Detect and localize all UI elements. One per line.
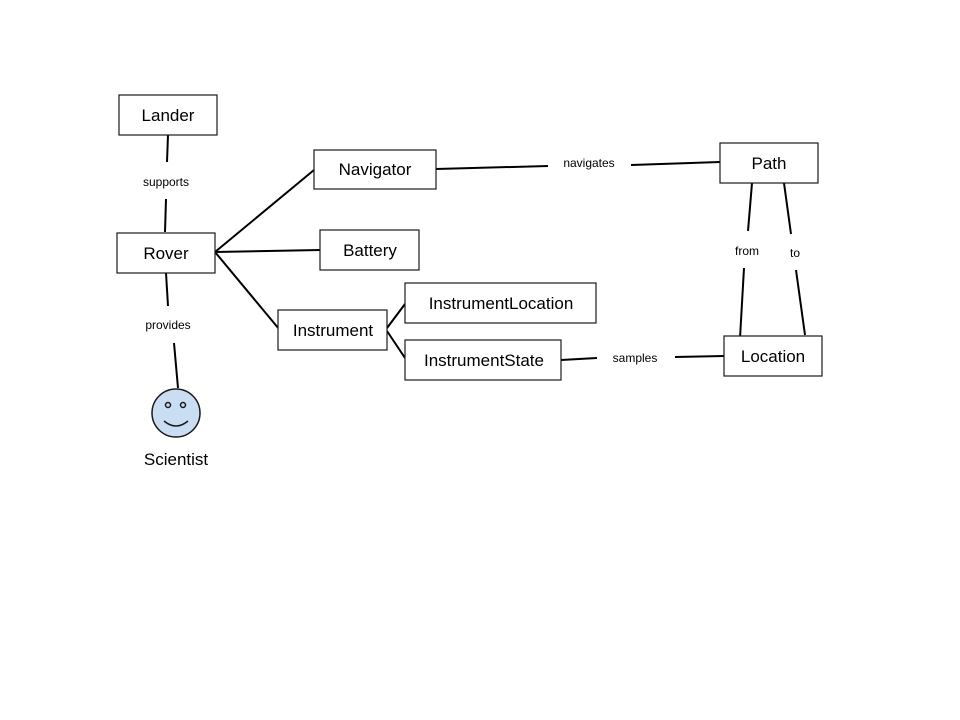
edge-rover-scientist-lower — [173, 342, 179, 389]
node-instrumentlocation[interactable]: InstrumentLocation — [404, 282, 597, 324]
edge-path-location-from-lower — [739, 267, 745, 339]
node-instrumentstate[interactable]: InstrumentState — [404, 339, 562, 381]
node-battery-label: Battery — [343, 241, 397, 260]
node-lander-box — [118, 94, 218, 136]
node-location-box — [723, 335, 823, 377]
node-navigator-box — [313, 149, 437, 190]
edge-instrumentstate-location-left — [560, 357, 598, 361]
edge-label-to: to — [790, 246, 800, 260]
edges — [164, 134, 806, 389]
node-battery-box — [319, 229, 420, 271]
node-rover-label: Rover — [143, 244, 189, 263]
edge-labels: supports provides navigates from to samp… — [143, 156, 800, 365]
node-path-label: Path — [752, 154, 787, 173]
edge-path-location-to-upper — [783, 182, 792, 235]
actor-face-circle — [151, 388, 201, 438]
node-lander-label: Lander — [142, 106, 195, 125]
actor-scientist-label: Scientist — [144, 450, 209, 469]
edge-label-samples: samples — [613, 351, 658, 365]
node-navigator-label: Navigator — [339, 160, 412, 179]
edge-label-supports: supports — [143, 175, 189, 189]
edge-instrument-instrumentlocation — [386, 303, 406, 329]
node-instrumentlocation-box — [404, 282, 597, 324]
edge-lander-rover-lower — [164, 198, 167, 233]
edge-rover-navigator — [214, 169, 315, 253]
node-location-label: Location — [741, 347, 805, 366]
actor-scientist[interactable]: Scientist — [144, 388, 209, 469]
node-lander[interactable]: Lander — [118, 94, 218, 136]
edge-rover-scientist-upper — [165, 272, 169, 307]
edge-label-navigates: navigates — [563, 156, 614, 170]
edge-path-location-to-lower — [795, 269, 806, 336]
node-path-box — [719, 142, 819, 184]
node-instrument[interactable]: Instrument — [277, 309, 388, 351]
edge-instrument-instrumentstate — [386, 330, 406, 359]
node-instrumentstate-box — [404, 339, 562, 381]
edge-label-from: from — [735, 244, 759, 258]
edge-navigator-path-right — [630, 161, 721, 166]
edge-rover-battery — [214, 249, 321, 253]
edge-navigator-path-left — [435, 165, 549, 170]
actor-mouth — [163, 420, 189, 427]
node-navigator[interactable]: Navigator — [313, 149, 437, 190]
node-instrumentstate-label: InstrumentState — [424, 351, 544, 370]
edge-instrumentstate-location-right — [674, 355, 725, 358]
actor-left-eye — [164, 401, 172, 409]
edge-rover-instrument — [214, 251, 280, 330]
node-path[interactable]: Path — [719, 142, 819, 184]
edge-lander-rover-upper — [166, 134, 169, 163]
actor-right-eye — [179, 401, 187, 409]
node-rover-box — [116, 232, 216, 274]
edge-label-provides: provides — [145, 318, 190, 332]
edge-path-location-from-upper — [747, 182, 753, 232]
node-location[interactable]: Location — [723, 335, 823, 377]
node-instrument-label: Instrument — [293, 321, 374, 340]
node-rover[interactable]: Rover — [116, 232, 216, 274]
node-instrumentlocation-label: InstrumentLocation — [429, 294, 574, 313]
smiley-face-icon — [151, 388, 201, 438]
node-instrument-box — [277, 309, 388, 351]
node-battery[interactable]: Battery — [319, 229, 420, 271]
